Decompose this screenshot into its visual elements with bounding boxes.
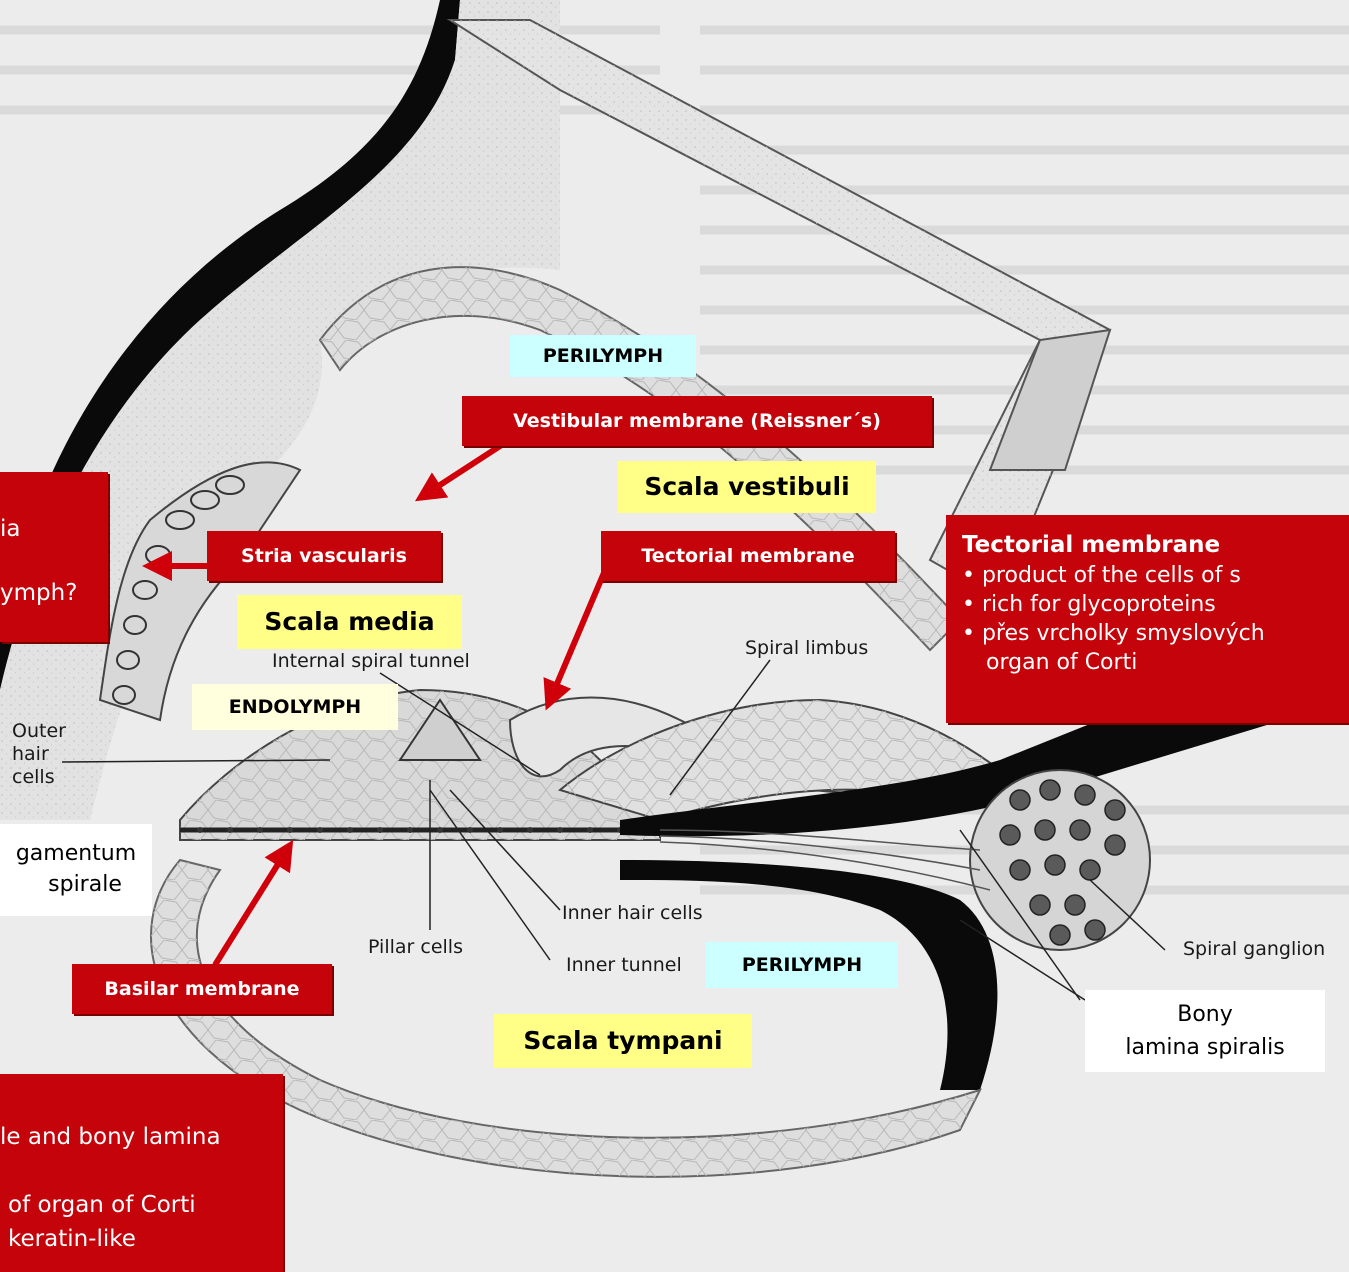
scala-media-label: Scala media <box>237 595 462 649</box>
outer-hair-cells-label: Outer hair cells <box>12 720 66 789</box>
stria-left-line-1: ia <box>0 512 108 546</box>
stria-left-line-2: ymph? <box>0 576 108 610</box>
ligamentum-line-2: spirale <box>0 869 152 900</box>
pillar-cells-label: Pillar cells <box>368 936 463 958</box>
tectorial-info-title: Tectorial membrane <box>962 529 1349 561</box>
inner-hair-cells-label: Inner hair cells <box>562 902 703 924</box>
scala-vestibuli-label: Scala vestibuli <box>618 461 876 513</box>
tectorial-info-continuation: organ of Corti <box>962 648 1349 677</box>
internal-spiral-tunnel-label: Internal spiral tunnel <box>272 650 470 672</box>
bottom-left-line-1: le and bony lamina <box>0 1120 283 1154</box>
inner-tunnel-label: Inner tunnel <box>566 954 682 976</box>
stria-vascularis-label: Stria vascularis <box>207 531 441 581</box>
bony-lamina-line-2: lamina spiralis <box>1085 1031 1325 1064</box>
basilar-membrane-label: Basilar membrane <box>72 964 332 1014</box>
endolymph-label: ENDOLYMPH <box>192 684 398 730</box>
stria-left-partial-box: ia ymph? <box>0 472 108 642</box>
scala-tympani-label: Scala tympani <box>494 1014 752 1068</box>
tectorial-info-bullet-2: • rich for glycoproteins <box>962 590 1349 619</box>
tectorial-membrane-label: Tectorial membrane <box>601 531 895 581</box>
bottom-left-line-3: keratin-like <box>0 1222 283 1256</box>
outer-hair-cells-line-2: hair <box>12 743 66 766</box>
bottom-left-info-box: le and bony lamina of organ of Corti ker… <box>0 1074 283 1272</box>
outer-hair-cells-line-3: cells <box>12 766 66 789</box>
perilymph-bottom-label: PERILYMPH <box>706 942 898 988</box>
outer-hair-cells-line-1: Outer <box>12 720 66 743</box>
tectorial-membrane-info-box: Tectorial membrane • product of the cell… <box>946 515 1349 723</box>
tectorial-info-bullet-3: • přes vrcholky smyslových <box>962 619 1349 648</box>
bony-lamina-line-1: Bony <box>1085 998 1325 1031</box>
bottom-left-line-2: of organ of Corti <box>0 1188 283 1222</box>
perilymph-top-label: PERILYMPH <box>510 335 696 377</box>
ligamentum-line-1: gamentum <box>0 838 152 869</box>
spiral-ganglion-label: Spiral ganglion <box>1183 938 1325 960</box>
basilar-dots <box>197 827 623 833</box>
ligamentum-spirale-label: gamentum spirale <box>0 824 152 916</box>
vestibular-membrane-label: Vestibular membrane (Reissner´s) <box>462 396 932 446</box>
bony-lamina-spiralis-label: Bony lamina spiralis <box>1085 990 1325 1072</box>
tectorial-info-bullet-1: • product of the cells of s <box>962 561 1349 590</box>
spiral-limbus-label: Spiral limbus <box>745 637 868 659</box>
